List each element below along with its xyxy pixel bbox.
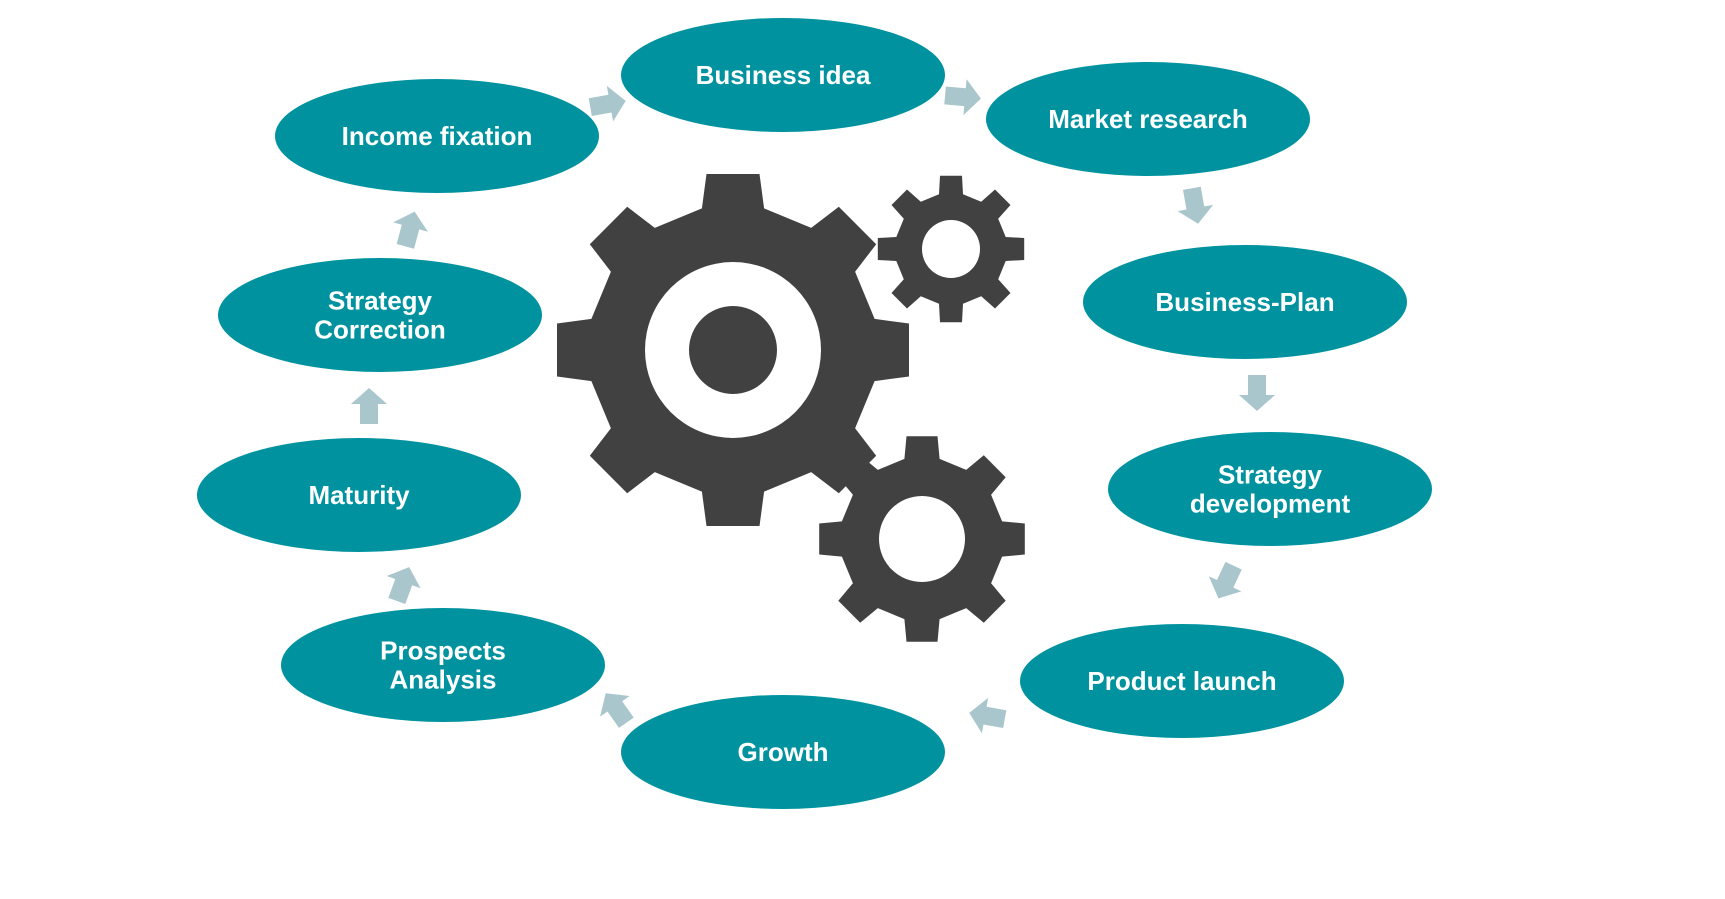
- node-label: Business idea: [696, 60, 871, 90]
- node-income-fixation: Income fixation: [275, 79, 599, 193]
- flow-arrow-icon: [944, 79, 981, 116]
- node-business-plan: Business-Plan: [1083, 245, 1407, 359]
- medium-gear-icon: [819, 436, 1025, 642]
- large-gear-icon: [557, 174, 909, 526]
- node-label: development: [1190, 489, 1351, 519]
- node-label: Analysis: [390, 665, 497, 695]
- flow-arrow-icon: [393, 211, 428, 249]
- node-label: Income fixation: [342, 121, 533, 151]
- node-label: Market research: [1048, 104, 1247, 134]
- node-label: Strategy: [328, 286, 433, 316]
- node-label: Product launch: [1087, 666, 1276, 696]
- small-gear-icon: [877, 175, 1025, 323]
- node-product-launch: Product launch: [1020, 624, 1344, 738]
- flow-arrow-icon: [1177, 186, 1214, 224]
- flow-arrow-icon: [1239, 375, 1275, 411]
- flow-arrow-icon: [1208, 561, 1242, 599]
- flow-arrow-icon: [351, 388, 387, 424]
- node-label: Prospects: [380, 636, 506, 666]
- node-label: Growth: [738, 737, 829, 767]
- node-label: Strategy: [1218, 460, 1323, 490]
- node-growth: Growth: [621, 695, 945, 809]
- node-business-idea: Business idea: [621, 18, 945, 132]
- flow-arrow-icon: [386, 567, 421, 604]
- node-market-research: Market research: [986, 62, 1310, 176]
- node-label: Business-Plan: [1155, 287, 1334, 317]
- node-label: Maturity: [308, 480, 410, 510]
- flow-arrow-icon: [969, 697, 1007, 734]
- node-maturity: Maturity: [197, 438, 521, 552]
- node-label: Correction: [314, 315, 445, 345]
- flow-arrow-icon: [600, 693, 634, 728]
- flow-arrow-icon: [588, 85, 626, 122]
